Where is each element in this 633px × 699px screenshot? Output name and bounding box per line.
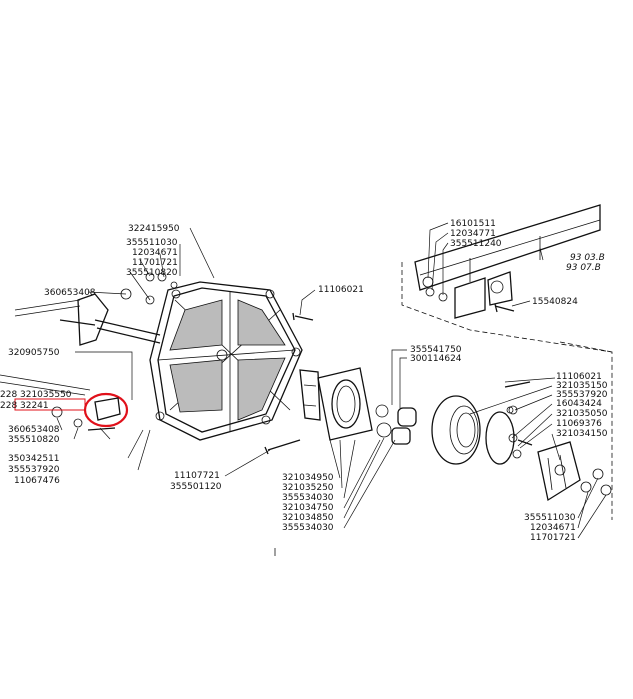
flange-plate	[317, 367, 373, 441]
label-355511030-b: 355511030	[524, 513, 576, 523]
label-360653408: 360653408	[44, 288, 96, 298]
shaft-mount	[0, 288, 161, 396]
frame-dashed-outline	[401, 262, 613, 520]
label-15540824: 15540824	[532, 297, 578, 307]
part-number-labels: 322415950 355511030 12034671 11701721 35…	[0, 219, 608, 543]
small-hardware	[51, 272, 314, 455]
label-322415950: 322415950	[128, 224, 180, 234]
label-355537920: 355537920	[8, 465, 60, 475]
highlighted-part	[94, 397, 121, 421]
label-12034771: 12034771	[450, 229, 496, 239]
label-360653408-b: 360653408	[8, 425, 60, 435]
label-16043424: 16043424	[556, 399, 602, 409]
hexagonal-plate	[149, 281, 303, 441]
leader-lines	[56, 222, 607, 539]
label-11701721-b: 11701721	[530, 533, 576, 543]
label-355534030: 355534030	[282, 493, 334, 503]
label-321035550: 321035550	[20, 390, 72, 400]
edge-text-228-bottom: 228	[0, 401, 17, 411]
bracket	[299, 369, 321, 421]
bushing	[375, 404, 417, 445]
label-11701721: 11701721	[132, 258, 178, 268]
label-12034671-b: 12034671	[530, 523, 576, 533]
highlight-circle	[83, 392, 129, 428]
label-93-07b: 93 07.B	[566, 263, 601, 273]
label-321035150: 321035150	[556, 381, 608, 391]
label-11069376: 11069376	[556, 419, 602, 429]
highlight-label-box	[14, 398, 86, 411]
disc-hub	[431, 395, 533, 465]
label-321035050: 321035050	[556, 409, 608, 419]
label-355510820: 355510820	[126, 268, 178, 278]
label-11106021-b: 11106021	[556, 372, 602, 382]
edge-text-228-top: 228	[0, 390, 17, 400]
label-355510820-b: 355510820	[8, 435, 60, 445]
label-355501120: 355501120	[170, 482, 222, 492]
label-321034950: 321034950	[282, 473, 334, 483]
label-11107721: 11107721	[174, 471, 220, 481]
label-321034750: 321034750	[282, 503, 334, 513]
label-355537920-b: 355537920	[556, 390, 608, 400]
label-350342511: 350342511	[8, 454, 60, 464]
label-321035250: 321035250	[282, 483, 334, 493]
label-355534030-b: 355534030	[282, 523, 334, 533]
label-11067476: 11067476	[14, 476, 60, 486]
label-12034671: 12034671	[132, 248, 178, 258]
label-355511240: 355511240	[450, 239, 502, 249]
label-16101511: 16101511	[450, 219, 496, 229]
label-11106021: 11106021	[318, 285, 364, 295]
label-32241: 32241	[20, 401, 49, 411]
label-300114624: 300114624	[410, 354, 462, 364]
frame-rail	[414, 204, 601, 319]
label-355541750: 355541750	[410, 345, 462, 355]
label-321034850: 321034850	[282, 513, 334, 523]
label-321034150: 321034150	[556, 429, 608, 439]
label-93-03b: 93 03.B	[570, 253, 605, 263]
label-320905750: 320905750	[8, 348, 60, 358]
label-355511030: 355511030	[126, 238, 178, 248]
right-bracket	[504, 381, 612, 502]
